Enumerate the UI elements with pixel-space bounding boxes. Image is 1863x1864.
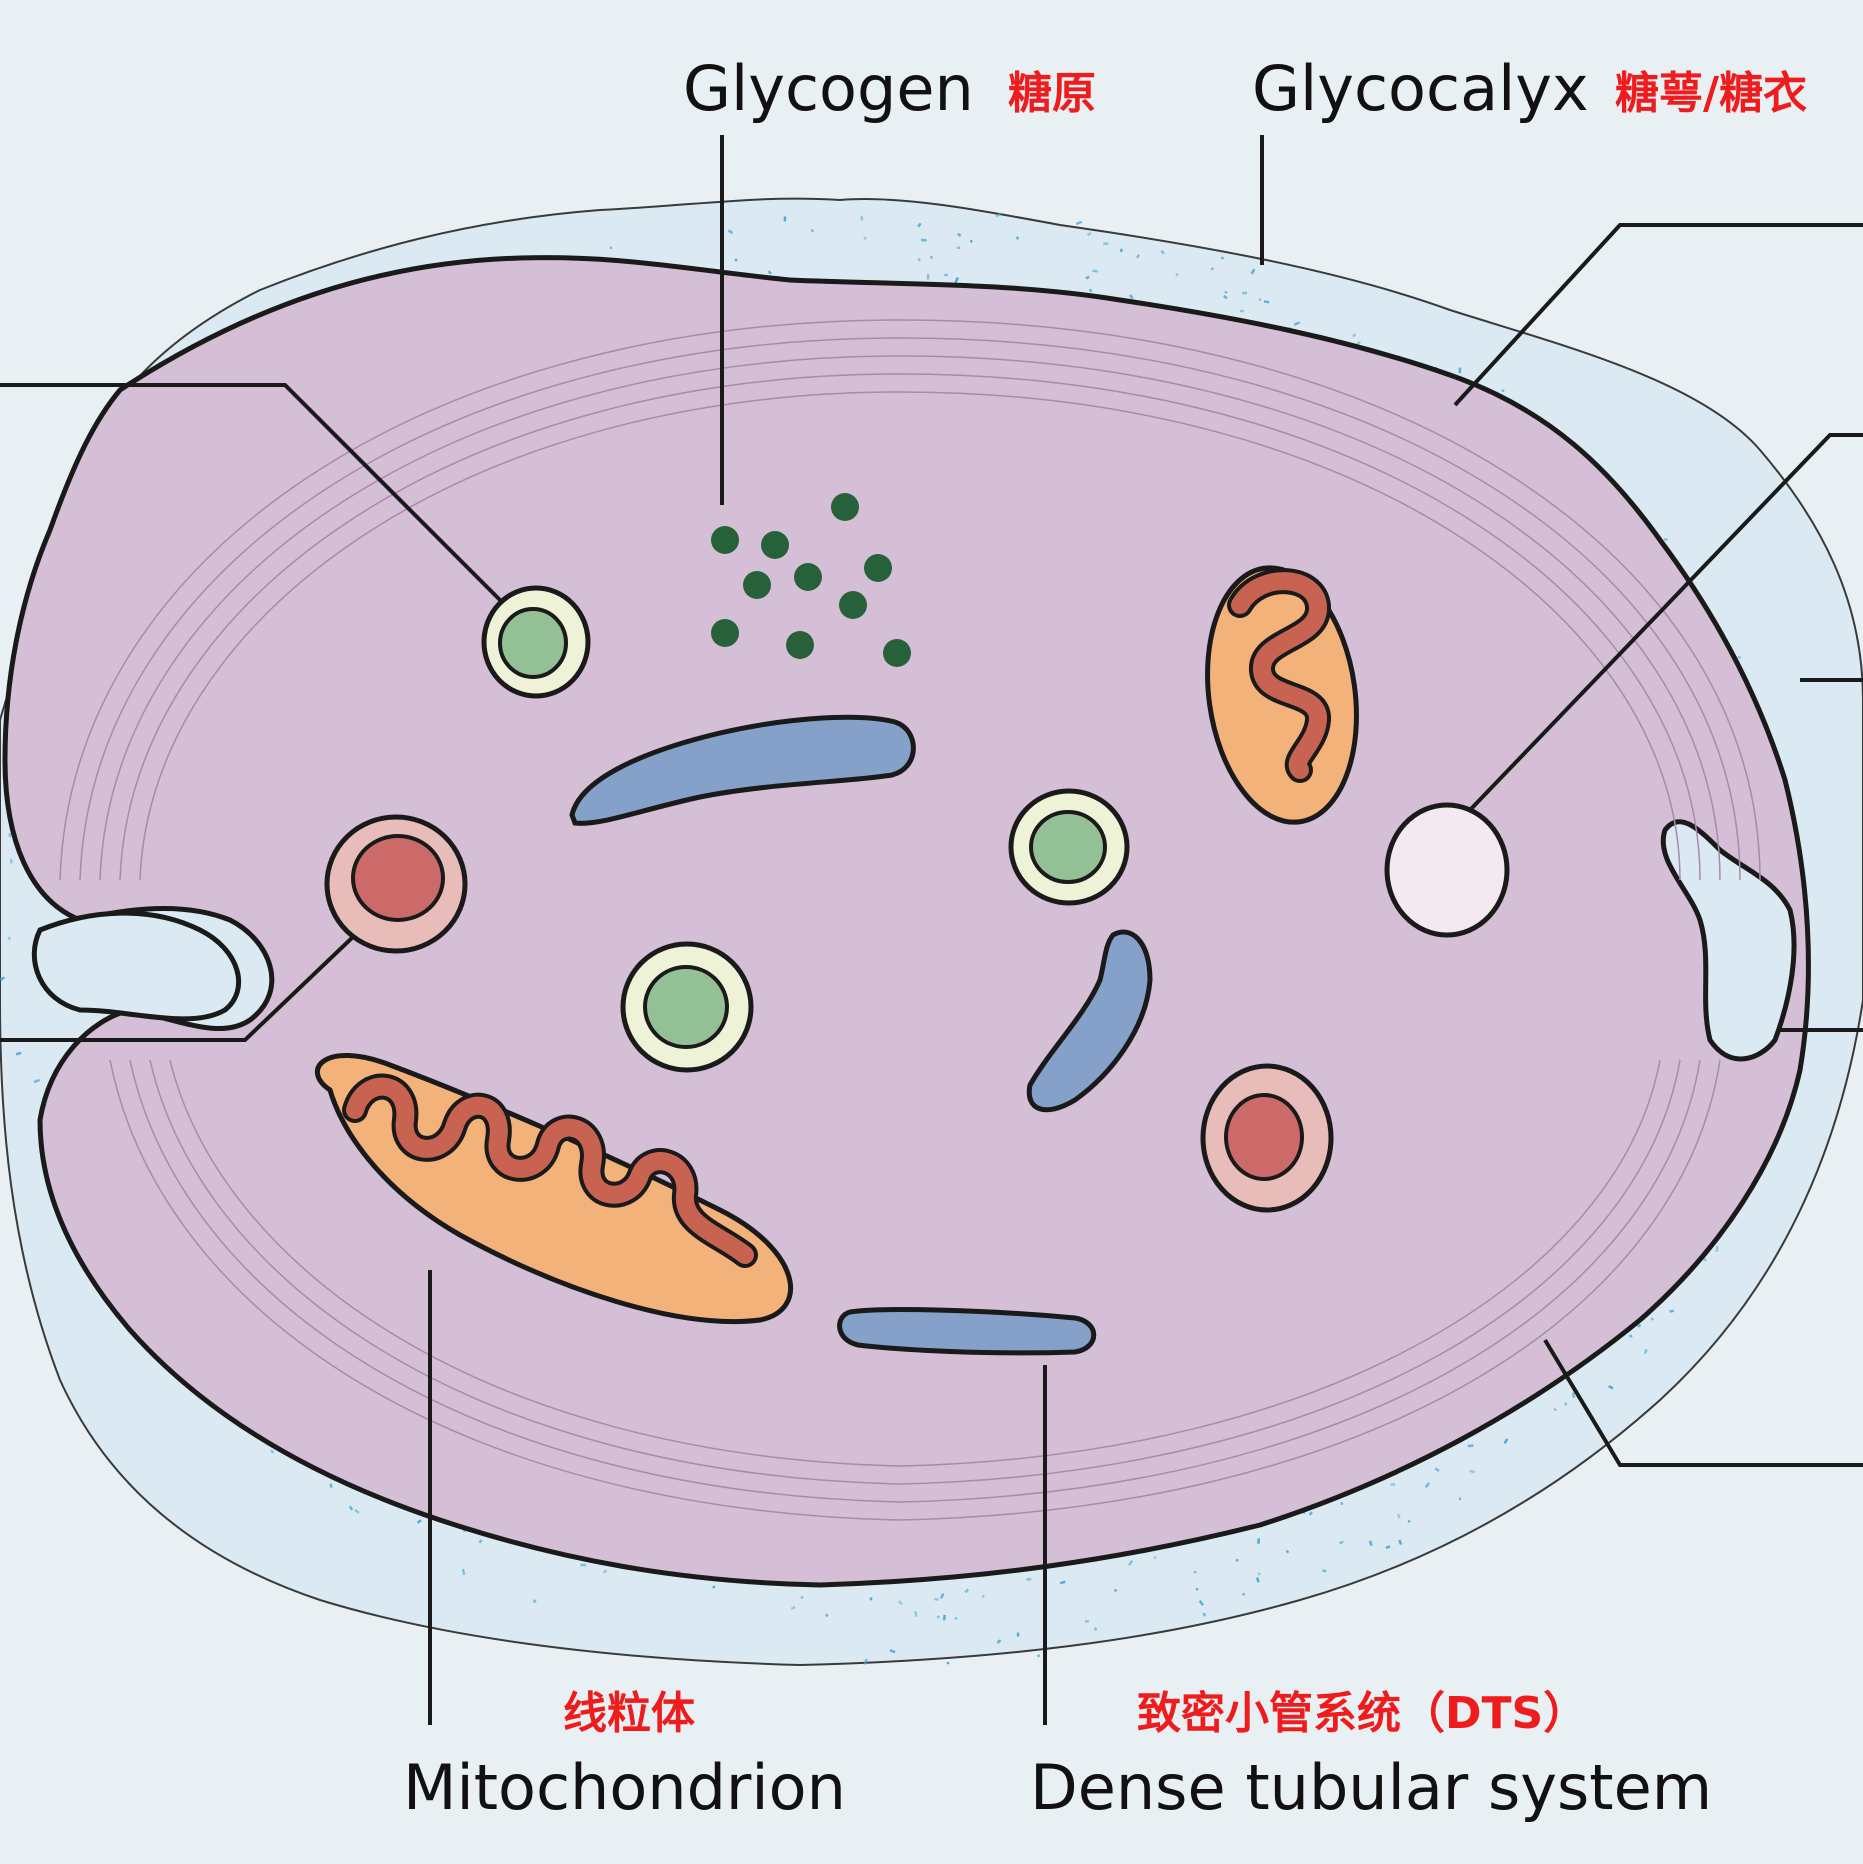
leader-left-bottom [0,933,357,1042]
surface-invagination-left [31,910,242,1022]
surface-invagination-right [1660,819,1797,1062]
leader-right-bottom [1543,1338,1863,1467]
microtubule-band [59,319,1761,1521]
label-mitochondrion-cn: 线粒体 [563,1688,695,1739]
leader-left-top [0,383,502,602]
alpha-granules [481,585,1130,1073]
leader-right-top [1453,223,1863,407]
label-dts-cn: 致密小管系统（DTS） [1137,1688,1588,1739]
dense-tubules [569,714,1153,1356]
dense-tubule-middle [1026,929,1153,1113]
leader-lines [0,135,1863,1725]
dense-tubule-lower [837,1307,1097,1356]
mitochondria [314,565,1359,1325]
glycogen-granules [711,493,911,667]
label-glycogen-cn: 糖原 [1008,68,1096,119]
label-glycogen: Glycogen [683,52,974,125]
dense-tubule-upper [569,714,916,826]
label-glycocalyx-cn: 糖萼/糖衣 [1615,68,1808,119]
cytoplasm-body [2,255,1811,1588]
mitochondrion-lower-left [314,1053,794,1325]
open-canalicular-vacuole [1384,802,1510,938]
dense-granules [324,814,1334,1213]
label-glycocalyx: Glycocalyx [1252,52,1589,125]
label-dense-tubular-system: Dense tubular system [1030,1751,1713,1824]
leader-right-vacuole [1468,433,1863,812]
label-mitochondrion: Mitochondrion [403,1751,846,1824]
